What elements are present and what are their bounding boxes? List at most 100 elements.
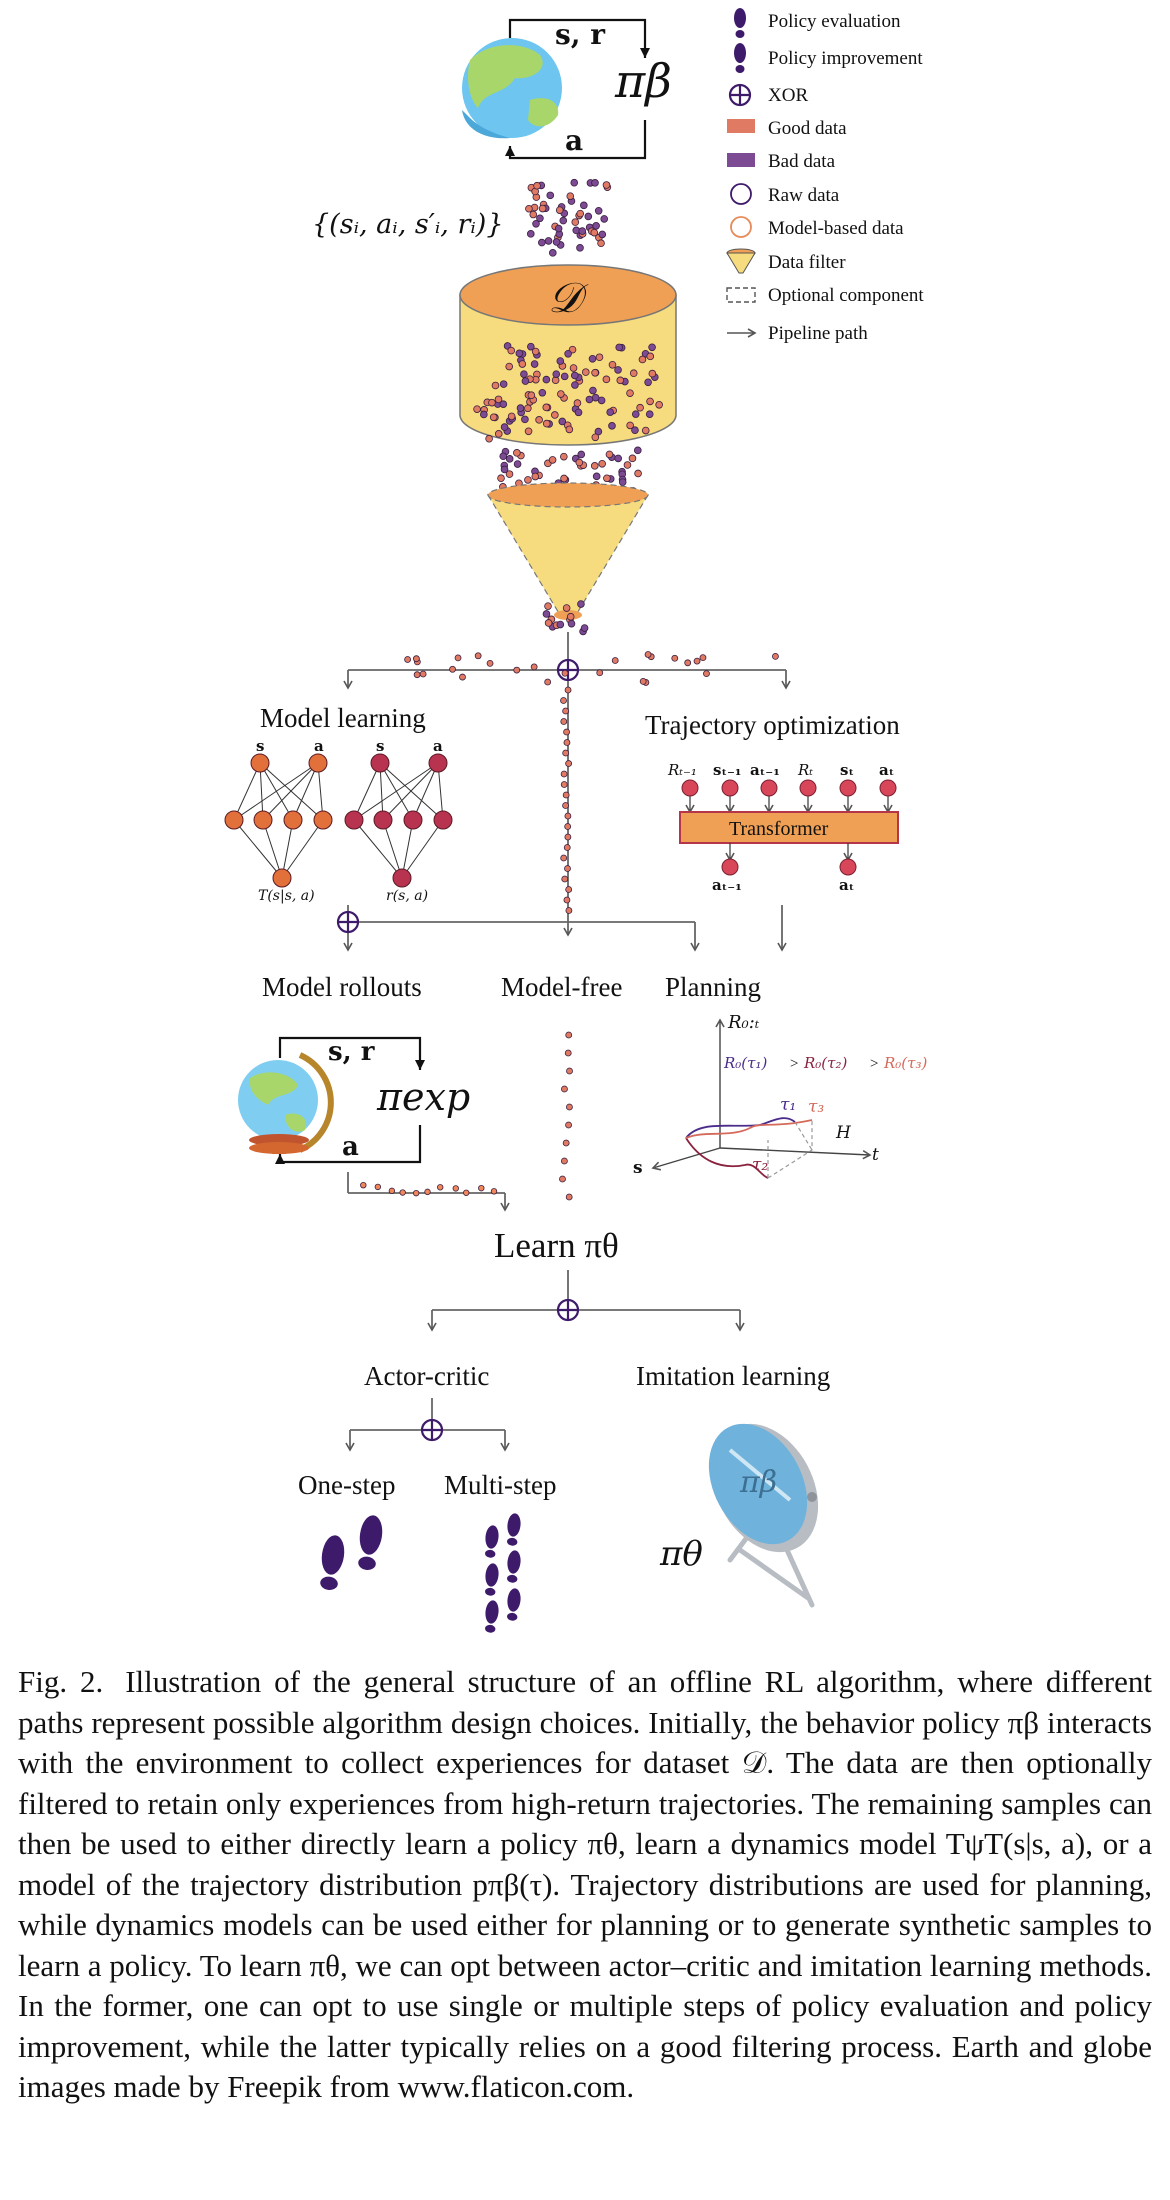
transformer-label: Transformer [729, 818, 829, 840]
footprint-icon [358, 1515, 383, 1570]
data-filter-icon [726, 248, 756, 274]
sample-dot [648, 369, 657, 378]
sample-dot [566, 612, 575, 621]
sample-dot [560, 474, 568, 483]
planning-plot [651, 1018, 872, 1179]
network-edge [382, 819, 403, 879]
sample-dot [562, 604, 571, 612]
legend-optional-component: Optional component [768, 285, 924, 306]
sample-dot [600, 215, 609, 223]
legend: Policy evaluation Policy improvement XOR… [726, 8, 924, 344]
sample-dot [490, 1188, 498, 1195]
sample-dot [589, 386, 597, 395]
sample-dot [552, 238, 561, 246]
sample-dot [548, 249, 557, 257]
network-node [428, 753, 448, 773]
network-node [272, 868, 292, 888]
sample-dot [499, 400, 508, 408]
sample-dot [527, 391, 536, 399]
net2-input-s: s [376, 737, 384, 755]
network-edge [353, 819, 403, 879]
footprint-icon [734, 8, 746, 38]
footprint-icon [507, 1550, 521, 1583]
sample-dot [596, 669, 604, 677]
footprint-icon [320, 1535, 345, 1590]
rollout-action-label: a [342, 1132, 359, 1162]
sample-dot [560, 854, 568, 862]
traj-token-4: Rₜ [797, 761, 813, 779]
sample-dot [449, 665, 456, 673]
sample-dot [623, 461, 632, 469]
sample-dot [500, 423, 509, 431]
network-edge [401, 819, 444, 879]
sample-dot [591, 433, 600, 442]
sample-dot [566, 1067, 573, 1075]
sample-dot [530, 663, 538, 671]
legend-pipeline-path: Pipeline path [768, 323, 868, 344]
sample-dot [645, 410, 654, 418]
network-node [344, 810, 364, 830]
sample-dot [564, 833, 572, 841]
sample-dot [606, 408, 614, 416]
sample-dot [463, 1189, 470, 1196]
sample-dot [560, 770, 568, 778]
sample-dot [542, 610, 551, 618]
sample-dot [578, 227, 587, 235]
sample-dot [554, 224, 563, 233]
sample-dot [507, 412, 516, 421]
sample-dot [571, 218, 580, 226]
sample-dot [618, 478, 627, 486]
sample-dot [603, 474, 611, 483]
env-policy-label: πβ [614, 54, 672, 108]
dataset-samples [473, 342, 663, 443]
network-edge [292, 762, 319, 821]
incoming-samples [525, 178, 612, 257]
legend-raw-data: Raw data [768, 185, 840, 206]
sample-dot [538, 238, 546, 247]
sample-dot [557, 390, 565, 398]
sample-dot [488, 398, 496, 407]
sample-dot [546, 191, 555, 200]
sample-dot [412, 1189, 420, 1197]
network-node [373, 810, 393, 830]
sample-dot [591, 179, 599, 187]
sample-dot [531, 472, 540, 481]
legend-bad-data: Bad data [768, 151, 836, 172]
rollout-state-arrow [278, 1036, 425, 1070]
sample-dot [608, 360, 617, 369]
sample-dot [693, 657, 701, 665]
sample-dot [437, 1184, 444, 1191]
planning-y-axis-label: R₀:ₜ [727, 1012, 760, 1033]
trajectory-title: Trajectory optimization [645, 710, 900, 740]
sample-dot [556, 620, 565, 629]
sample-dot [520, 370, 528, 378]
planning-r0-tau3: R₀(τ₃) [883, 1054, 927, 1072]
sample-dot [602, 375, 611, 384]
sample-dot [629, 369, 638, 378]
sample-dot [581, 368, 590, 376]
sample-dot [505, 455, 514, 463]
sample-dot [544, 678, 552, 686]
legend-policy-evaluation: Policy evaluation [768, 11, 901, 32]
sample-dot [388, 1187, 396, 1195]
network-node [433, 810, 453, 830]
multi-step-footprints [485, 1513, 521, 1633]
sample-dot [562, 707, 570, 715]
sample-dot [399, 1189, 406, 1196]
sample-dot [565, 886, 573, 893]
sample-dot [563, 896, 571, 904]
sample-dot [494, 395, 503, 404]
sample-dot [499, 380, 508, 388]
sample-dot [626, 421, 634, 430]
sample-dot [772, 652, 779, 660]
sample-dot [524, 476, 532, 484]
sample-dot [562, 802, 569, 809]
env-action-label: a [565, 124, 583, 157]
sample-dot [491, 381, 500, 390]
sample-dot [505, 362, 514, 371]
legend-model-based-data: Model-based data [768, 218, 904, 239]
sample-dot [592, 222, 600, 230]
action-arrow [505, 120, 647, 160]
sample-dot [590, 462, 599, 470]
sample-dot [480, 410, 488, 419]
